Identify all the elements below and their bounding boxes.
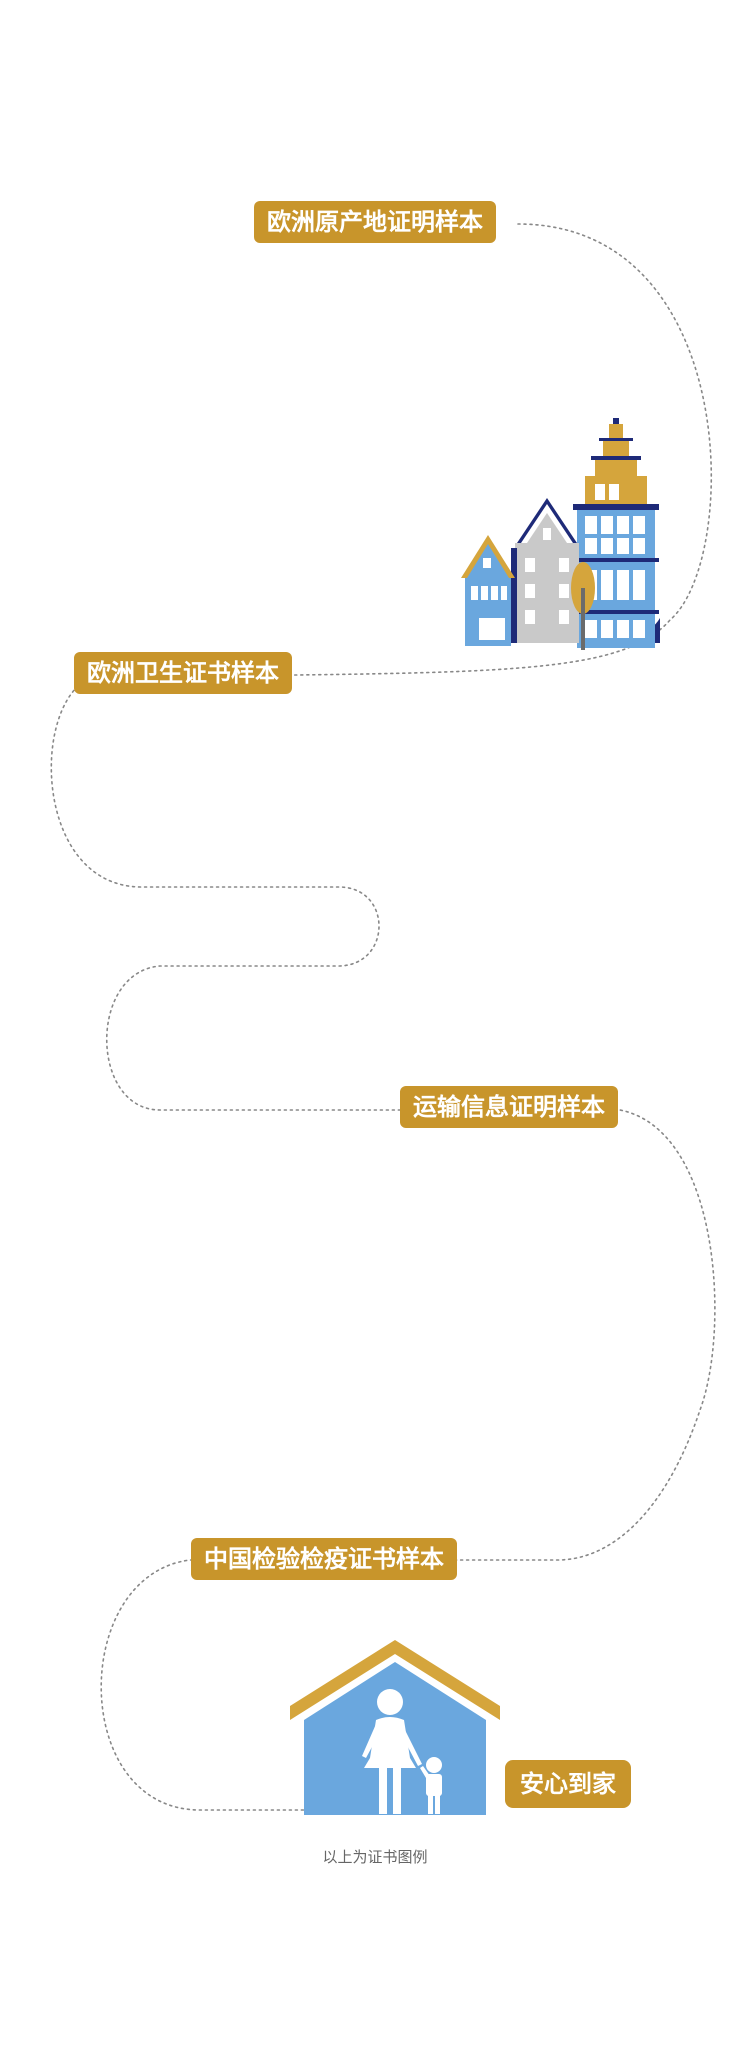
certificate-caption: 以上为证书图例: [322, 1848, 428, 1866]
step-tag-origin-certificate: 欧洲原产地证明样本: [254, 201, 496, 243]
european-town-icon: [461, 418, 660, 650]
step-tag-health-certificate: 欧洲卫生证书样本: [74, 652, 292, 694]
home-family-icon: [290, 1640, 500, 1815]
step-tag-transport-certificate: 运输信息证明样本: [400, 1086, 618, 1128]
step-tag-safe-home: 安心到家: [505, 1760, 631, 1808]
step-tag-inspection-certificate: 中国检验检疫证书样本: [191, 1538, 457, 1580]
